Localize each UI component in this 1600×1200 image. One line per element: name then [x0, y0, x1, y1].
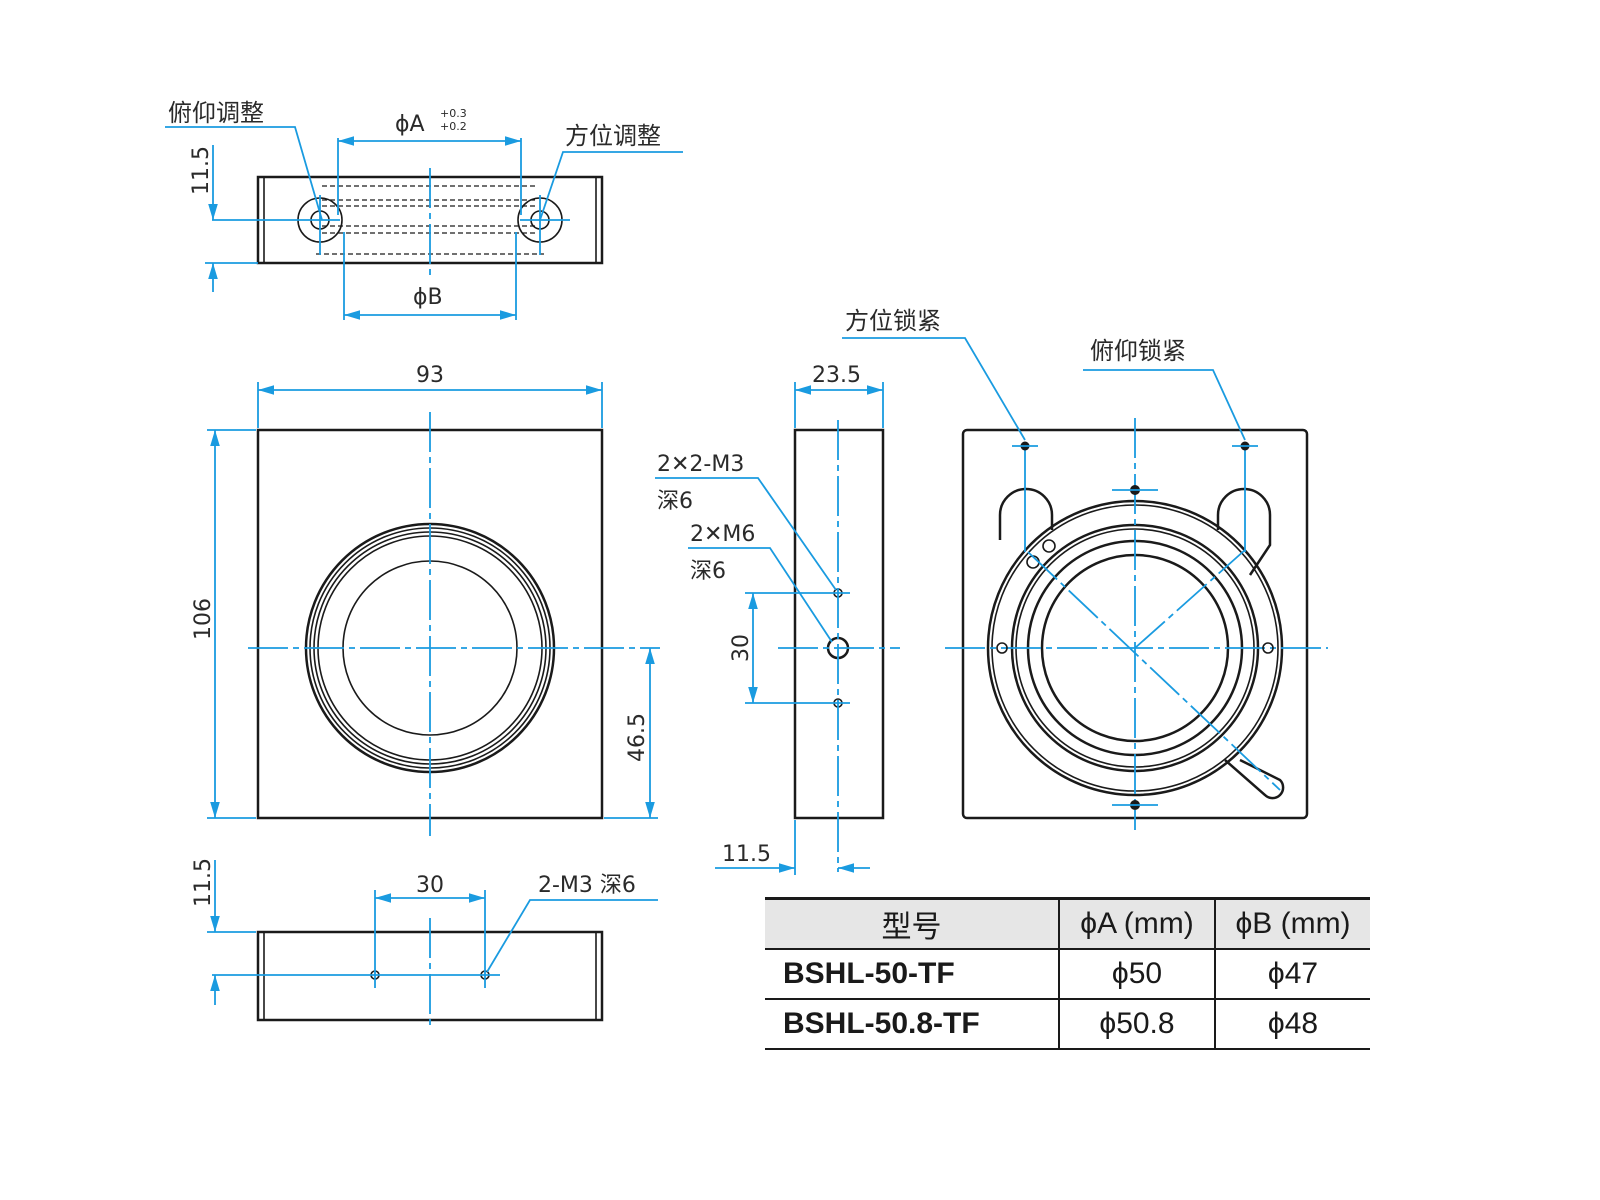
- phi-a-label: ϕA: [395, 112, 425, 137]
- header-phi-b: ϕB (mm): [1214, 897, 1370, 950]
- bottom-view: 30 11.5 2-M3 深6: [191, 858, 658, 1030]
- bottom-holes-label: 2-M3 深6: [538, 873, 636, 898]
- bottom-hole-spacing-dim: 30: [416, 873, 444, 898]
- bottom-thickness-dim: 11.5: [191, 858, 216, 907]
- width-dim: 93: [416, 363, 444, 388]
- side-depth-dim: 23.5: [812, 363, 861, 388]
- m3-holes-label: 2✕2-M3: [657, 452, 744, 477]
- phi-b-label: ϕB: [413, 285, 443, 310]
- table-header-row: 型号 ϕA (mm) ϕB (mm): [765, 897, 1370, 950]
- model-cell: BSHL-50-TF: [765, 949, 1059, 1000]
- top-view: ϕA +0.3 +0.2 ϕB 11.5 俯仰调整 方位调整: [165, 99, 683, 320]
- pitch-adjust-label: 俯仰调整: [168, 99, 264, 127]
- side-view: 23.5 30 11.5 2✕2-M3 深6 2✕M6 深6: [655, 363, 900, 875]
- header-model: 型号: [765, 897, 1059, 950]
- header-phi-a: ϕA (mm): [1058, 897, 1215, 950]
- top-thickness-dim: 11.5: [189, 146, 214, 195]
- phi-b-cell: ϕ47: [1214, 949, 1370, 1000]
- pitch-lock-label: 俯仰锁紧: [1090, 337, 1186, 365]
- table-row: BSHL-50.8-TF ϕ50.8 ϕ48: [765, 999, 1370, 1050]
- center-height-dim: 46.5: [625, 713, 650, 762]
- m3-holes-depth-label: 深6: [657, 489, 693, 514]
- back-view: 方位锁紧 俯仰锁紧: [842, 307, 1328, 830]
- phi-a-tolerance-upper: +0.3: [440, 107, 467, 120]
- m6-holes-depth-label: 深6: [690, 559, 726, 584]
- phi-a-cell: ϕ50: [1058, 949, 1215, 1000]
- azimuth-lock-label: 方位锁紧: [845, 307, 941, 335]
- phi-b-cell: ϕ48: [1214, 999, 1370, 1050]
- side-offset-dim: 11.5: [722, 842, 771, 867]
- table-row: BSHL-50-TF ϕ50 ϕ47: [765, 949, 1370, 1000]
- model-spec-table: 型号 ϕA (mm) ϕB (mm) BSHL-50-TF ϕ50 ϕ47 BS…: [765, 897, 1370, 1050]
- azimuth-adjust-label: 方位调整: [565, 122, 661, 150]
- height-dim: 106: [191, 598, 216, 640]
- model-cell: BSHL-50.8-TF: [765, 999, 1059, 1050]
- m6-holes-label: 2✕M6: [690, 522, 755, 547]
- phi-a-tolerance-lower: +0.2: [440, 120, 467, 133]
- side-hole-spacing-dim: 30: [729, 634, 754, 662]
- phi-a-cell: ϕ50.8: [1058, 999, 1215, 1050]
- front-view: 93 106 46.5: [191, 363, 660, 836]
